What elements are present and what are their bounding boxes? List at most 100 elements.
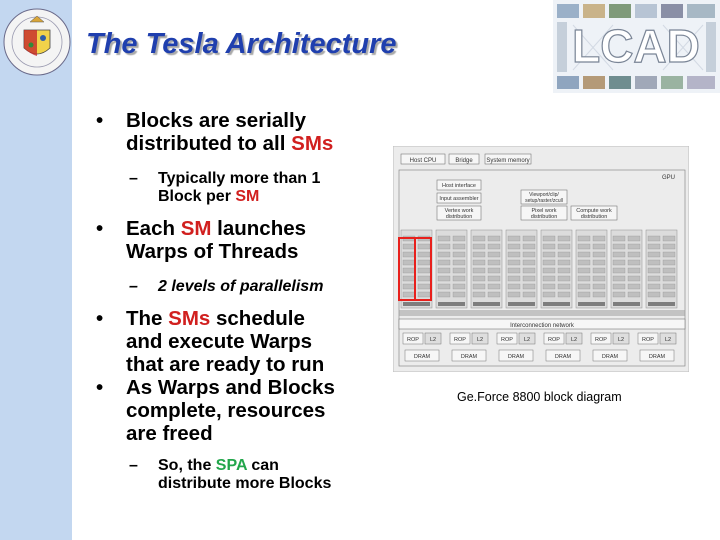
host-interface-label: Host interface [442, 183, 476, 189]
rop-label: ROP [501, 337, 513, 343]
dram-label: DRAM [602, 354, 619, 360]
slide-title: The Tesla Architecture [86, 28, 397, 60]
sp-cell [557, 251, 571, 258]
rop-box [496, 332, 518, 345]
sp-cell [452, 275, 466, 282]
sp-cell [472, 243, 486, 250]
input-assembler-label: Input assembler [439, 196, 478, 202]
dram-label: DRAM [414, 354, 431, 360]
l2-label: L2 [618, 337, 624, 343]
sp-cell [472, 275, 486, 282]
sp-cell [592, 267, 606, 274]
sp-cell [507, 235, 521, 242]
sp-cell [507, 251, 521, 258]
sp-cell [452, 283, 466, 290]
pixel-work-label: Pixel work [531, 208, 556, 214]
sp-cell [487, 275, 501, 282]
sp-cell [662, 235, 676, 242]
sp-cell [452, 259, 466, 266]
rop-label: ROP [548, 337, 560, 343]
l2-box [424, 332, 442, 345]
bullet-dot: • [96, 217, 104, 240]
rop-box [402, 332, 424, 345]
sp-cell [507, 291, 521, 298]
sp-cell [662, 275, 676, 282]
dram-box [404, 349, 440, 362]
sp-cell [577, 251, 591, 258]
rop-box [449, 332, 471, 345]
sp-cell [592, 259, 606, 266]
sp-cell [522, 267, 536, 274]
texture-unit [508, 302, 535, 306]
bullet-blocks-distributed: • Blocks are serially distributed to all… [96, 109, 334, 155]
l2-box [471, 332, 489, 345]
pixel-distribution-label: distribution [531, 214, 558, 220]
bullet-list: • Blocks are serially distributed to all… [96, 109, 386, 493]
sp-cell [507, 243, 521, 250]
sp-cell [647, 267, 661, 274]
sp-cell [577, 275, 591, 282]
spa-highlight: SPA [215, 457, 247, 474]
dash-marker: – [129, 278, 138, 295]
host-cpu-label: Host CPU [410, 158, 437, 164]
university-crest-logo [3, 8, 71, 76]
sp-cell [557, 243, 571, 250]
dram-box [451, 349, 487, 362]
dash-marker: – [129, 170, 138, 187]
sp-cell [592, 275, 606, 282]
dash-marker: – [129, 457, 138, 474]
sp-cell [487, 283, 501, 290]
l2-box [518, 332, 536, 345]
bullet-dot: • [96, 109, 104, 132]
sp-cell [647, 275, 661, 282]
l2-label: L2 [524, 337, 530, 343]
l2-label: L2 [430, 337, 436, 343]
rop-label: ROP [407, 337, 419, 343]
diagram-caption: Ge.Force 8800 block diagram [457, 390, 622, 404]
texture-unit [578, 302, 605, 306]
sp-cell [472, 235, 486, 242]
sp-cell [507, 259, 521, 266]
sp-cell [472, 291, 486, 298]
sp-cell [627, 283, 641, 290]
vertex-distribution-label: distribution [446, 214, 473, 220]
sp-cell [417, 251, 431, 258]
sub-bullet-parallelism: – 2 levels of parallelism [129, 278, 324, 295]
sp-cell [487, 267, 501, 274]
sm-highlight: SMs [291, 132, 334, 155]
sp-cell [522, 251, 536, 258]
sp-cell [647, 251, 661, 258]
sp-cell [627, 243, 641, 250]
sp-cell [592, 283, 606, 290]
sp-cell [487, 291, 501, 298]
sp-cell [557, 259, 571, 266]
compute-distribution-label: distribution [581, 214, 608, 220]
sp-cell [452, 243, 466, 250]
texture-unit [648, 302, 675, 306]
sp-cell [612, 283, 626, 290]
sp-cell [542, 243, 556, 250]
sp-cell [577, 235, 591, 242]
dram-label: DRAM [555, 354, 572, 360]
geforce-block-diagram: Host CPU Bridge System memory GPU Host i… [393, 146, 689, 372]
sp-cell [487, 243, 501, 250]
gpu-label: GPU [662, 175, 675, 181]
sp-cell [472, 267, 486, 274]
sp-cell [627, 275, 641, 282]
sp-cell [507, 275, 521, 282]
sp-cell [592, 235, 606, 242]
rop-label: ROP [595, 337, 607, 343]
sp-cell [612, 235, 626, 242]
sp-cell [592, 291, 606, 298]
bullet-resources-freed: • As Warps and Blocks complete, resource… [96, 376, 335, 445]
sp-cell [647, 259, 661, 266]
texture-unit [613, 302, 640, 306]
sp-cell [522, 283, 536, 290]
texture-unit [543, 302, 570, 306]
sp-cell [522, 259, 536, 266]
sp-cell [577, 259, 591, 266]
sp-cell [417, 275, 431, 282]
sp-cell [402, 259, 416, 266]
sp-cell [627, 267, 641, 274]
